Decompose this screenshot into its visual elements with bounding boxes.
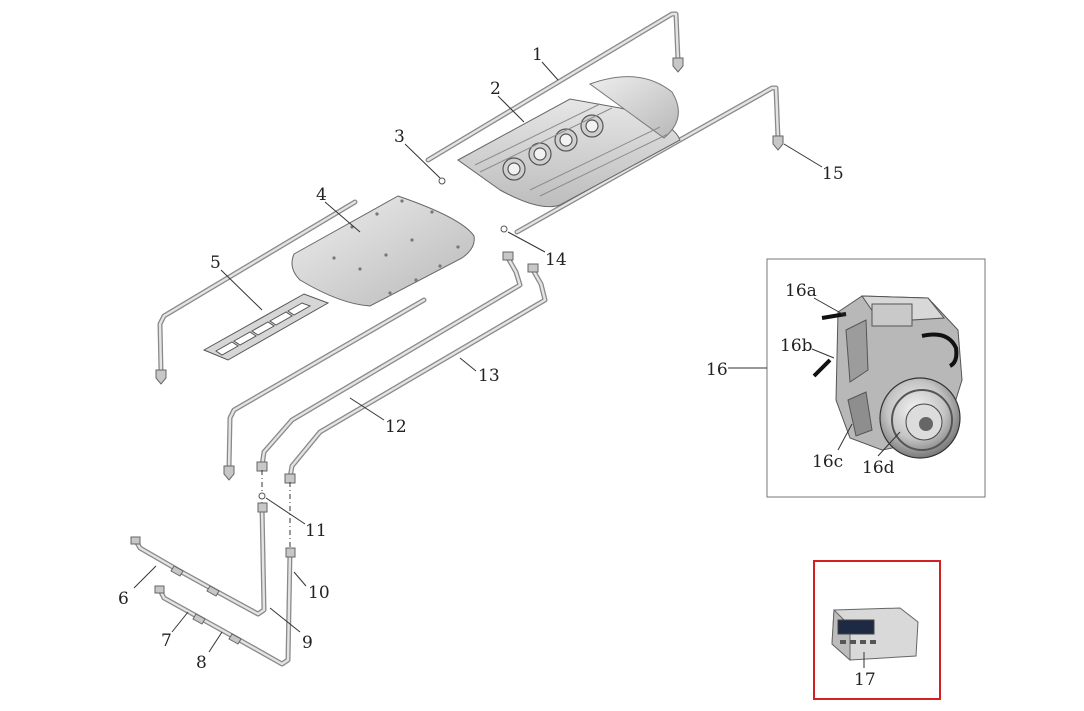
callout-13: 13: [478, 366, 500, 386]
part-16-compressor-inset: [728, 258, 986, 498]
part-9-hose: [130, 502, 268, 617]
part-5-grille: [202, 293, 330, 361]
connection-lines: [179, 470, 291, 637]
part-2-evaporator-unit: [457, 76, 681, 208]
callout-11: 11: [305, 521, 327, 541]
callout-16: 16: [706, 360, 728, 380]
callout-5: 5: [210, 253, 221, 273]
part-12-pipe: [256, 251, 523, 472]
callout-4: 4: [316, 185, 327, 205]
callout-15: 15: [822, 164, 844, 184]
condenser-left-pipe: [155, 199, 358, 385]
callout-17: 17: [854, 670, 876, 690]
callout-16d: 16d: [862, 458, 895, 478]
leader-lines: [133, 61, 823, 653]
callout-3: 3: [394, 127, 405, 147]
callout-1: 1: [532, 45, 543, 65]
callout-12: 12: [385, 417, 407, 437]
callout-7: 7: [161, 631, 172, 651]
compressor: [812, 295, 963, 459]
fan-grilles: [502, 114, 604, 181]
part-10-hose: [154, 547, 296, 667]
callout-8: 8: [196, 653, 207, 673]
part-17-control-panel: [813, 560, 941, 700]
callout-9: 9: [302, 633, 313, 653]
part-15-pipe: [514, 85, 784, 235]
callout-16a: 16a: [785, 281, 817, 301]
part-11-o-ring: [258, 492, 266, 500]
callout-16c: 16c: [812, 452, 843, 472]
callout-6: 6: [118, 589, 129, 609]
part-14-o-ring: [500, 225, 508, 233]
callout-14: 14: [545, 250, 567, 270]
callout-10: 10: [308, 583, 330, 603]
callout-labels: 1 2 3 4 5 6 7 8 9 10 11 12 13 14 15 16 1…: [118, 45, 895, 690]
callout-16b: 16b: [780, 336, 813, 356]
callout-2: 2: [490, 79, 501, 99]
part-4-condenser-cover: [291, 195, 475, 307]
under-cover-pipe: [223, 297, 427, 481]
part-1-pipe: [425, 11, 684, 163]
part-3-o-ring: [438, 177, 446, 185]
part-13-pipe: [284, 263, 548, 484]
